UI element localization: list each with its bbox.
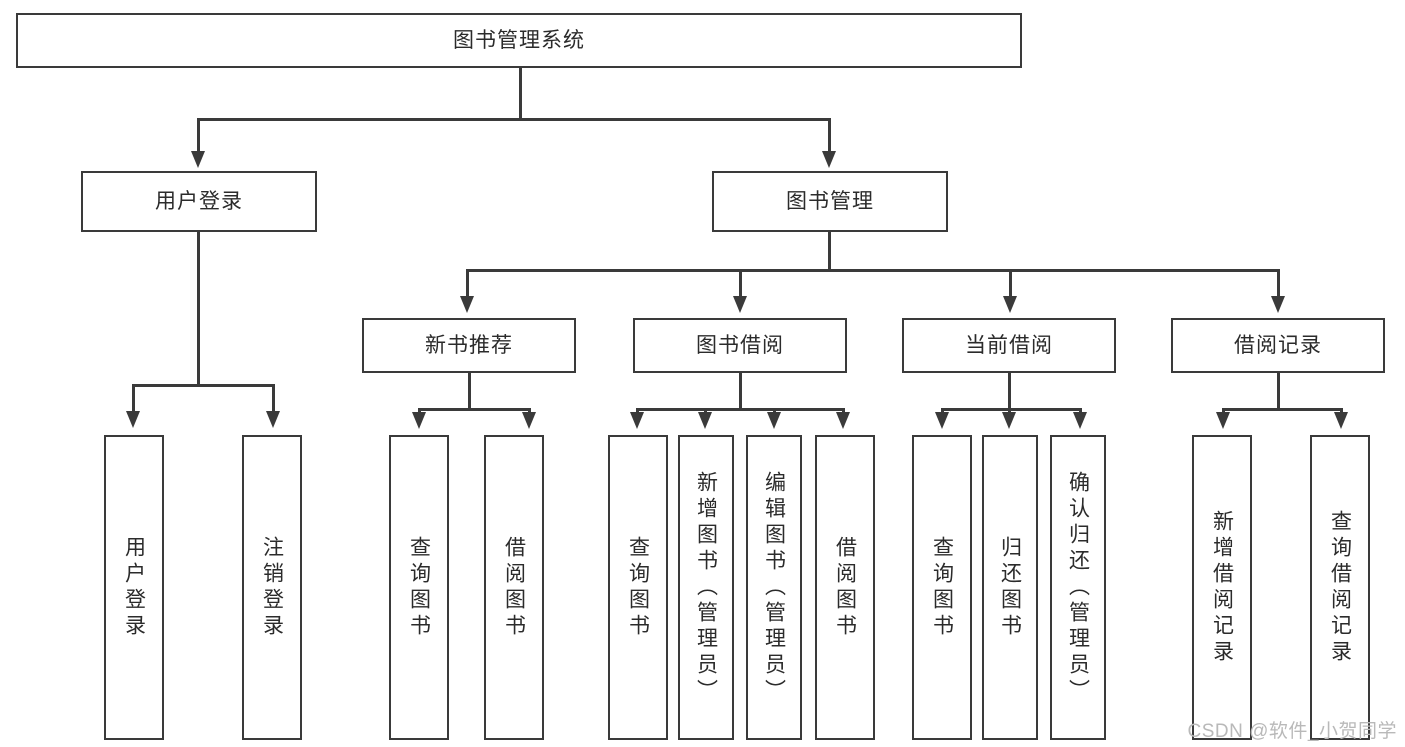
- arrowhead-to-user-login: [191, 151, 205, 168]
- leaf-book-borrow-query-book[interactable]: 查询图书: [608, 435, 668, 740]
- leaf-book-borrow-add-book-admin[interactable]: 新增图书（管理员）: [678, 435, 734, 740]
- edge-root-to-user-login: [197, 118, 200, 153]
- node-label: 当前借阅: [965, 333, 1053, 357]
- node-label: 图书管理系统: [453, 28, 585, 52]
- edge-user-login-bus: [132, 384, 274, 387]
- node-label: 注销登录: [260, 535, 284, 640]
- node-borrow-record[interactable]: 借阅记录: [1171, 318, 1385, 373]
- edge-borrow-record-bus: [1222, 408, 1342, 411]
- arrowhead-current-borrow-leaf-3: [1073, 412, 1087, 429]
- arrowhead-to-borrow-record: [1271, 296, 1285, 313]
- edge-to-current-borrow: [1009, 269, 1012, 298]
- edge-book-management-trunk: [828, 232, 831, 271]
- node-label: 图书借阅: [696, 333, 784, 357]
- node-label: 新书推荐: [425, 333, 513, 357]
- leaf-current-borrow-query-book[interactable]: 查询图书: [912, 435, 972, 740]
- arrowhead-current-borrow-leaf-1: [935, 412, 949, 429]
- edge-user-login-to-leaf-2: [272, 384, 275, 413]
- edge-new-book-recommend-trunk: [468, 373, 471, 410]
- node-new-book-recommend[interactable]: 新书推荐: [362, 318, 576, 373]
- arrowhead-current-borrow-leaf-2: [1002, 412, 1016, 429]
- edge-book-borrow-bus: [636, 408, 844, 411]
- node-label: 查询图书: [626, 535, 650, 640]
- arrowhead-book-borrow-leaf-3: [767, 412, 781, 429]
- arrowhead-borrow-record-leaf-1: [1216, 412, 1230, 429]
- node-user-login[interactable]: 用户登录: [81, 171, 317, 232]
- leaf-book-borrow-edit-book-admin[interactable]: 编辑图书（管理员）: [746, 435, 802, 740]
- edge-to-borrow-record: [1277, 269, 1280, 298]
- node-label: 借阅记录: [1234, 333, 1322, 357]
- leaf-new-book-borrow-book[interactable]: 借阅图书: [484, 435, 544, 740]
- arrowhead-to-new-book-recommend: [460, 296, 474, 313]
- arrowhead-user-login-leaf-2: [266, 411, 280, 428]
- arrowhead-user-login-leaf-1: [126, 411, 140, 428]
- edge-root-bus: [197, 118, 831, 121]
- edge-borrow-record-trunk: [1277, 373, 1280, 410]
- edge-user-login-trunk: [197, 232, 200, 386]
- node-book-borrow[interactable]: 图书借阅: [633, 318, 847, 373]
- arrowhead-to-current-borrow: [1003, 296, 1017, 313]
- node-label: 借阅图书: [502, 535, 526, 640]
- node-label: 用户登录: [155, 189, 243, 213]
- arrowhead-to-book-borrow: [733, 296, 747, 313]
- edge-user-login-to-leaf-1: [132, 384, 135, 413]
- node-label: 新增图书（管理员）: [694, 470, 718, 705]
- arrowhead-book-borrow-leaf-4: [836, 412, 850, 429]
- edge-book-borrow-trunk: [739, 373, 742, 410]
- edge-to-new-book-recommend: [466, 269, 469, 298]
- leaf-user-login-logout[interactable]: 注销登录: [242, 435, 302, 740]
- leaf-user-login-login[interactable]: 用户登录: [104, 435, 164, 740]
- leaf-borrow-record-add-record[interactable]: 新增借阅记录: [1192, 435, 1252, 740]
- edge-to-book-borrow: [739, 269, 742, 298]
- arrowhead-book-borrow-leaf-2: [698, 412, 712, 429]
- leaf-new-book-query-book[interactable]: 查询图书: [389, 435, 449, 740]
- leaf-book-borrow-borrow-book[interactable]: 借阅图书: [815, 435, 875, 740]
- node-label: 编辑图书（管理员）: [762, 470, 786, 705]
- arrowhead-book-borrow-leaf-1: [630, 412, 644, 429]
- leaf-current-borrow-return-book[interactable]: 归还图书: [982, 435, 1038, 740]
- arrowhead-new-book-recommend-leaf-1: [412, 412, 426, 429]
- node-label: 归还图书: [998, 535, 1022, 640]
- node-label: 用户登录: [122, 535, 146, 640]
- edge-root-to-book-management: [828, 118, 831, 153]
- arrowhead-borrow-record-leaf-2: [1334, 412, 1348, 429]
- node-label: 查询借阅记录: [1328, 509, 1352, 666]
- node-book-management[interactable]: 图书管理: [712, 171, 948, 232]
- edge-root-trunk: [519, 68, 522, 120]
- edge-current-borrow-bus: [941, 408, 1081, 411]
- edge-new-book-recommend-bus: [418, 408, 530, 411]
- leaf-borrow-record-query-record[interactable]: 查询借阅记录: [1310, 435, 1370, 740]
- edge-current-borrow-trunk: [1008, 373, 1011, 410]
- node-label: 查询图书: [407, 535, 431, 640]
- edge-book-management-bus: [466, 269, 1279, 272]
- arrowhead-new-book-recommend-leaf-2: [522, 412, 536, 429]
- node-root-book-management-system[interactable]: 图书管理系统: [16, 13, 1022, 68]
- node-label: 新增借阅记录: [1210, 509, 1234, 666]
- node-label: 借阅图书: [833, 535, 857, 640]
- node-label: 图书管理: [786, 189, 874, 213]
- node-label: 查询图书: [930, 535, 954, 640]
- node-current-borrow[interactable]: 当前借阅: [902, 318, 1116, 373]
- node-label: 确认归还（管理员）: [1066, 470, 1090, 705]
- arrowhead-to-book-management: [822, 151, 836, 168]
- leaf-current-borrow-confirm-return-admin[interactable]: 确认归还（管理员）: [1050, 435, 1106, 740]
